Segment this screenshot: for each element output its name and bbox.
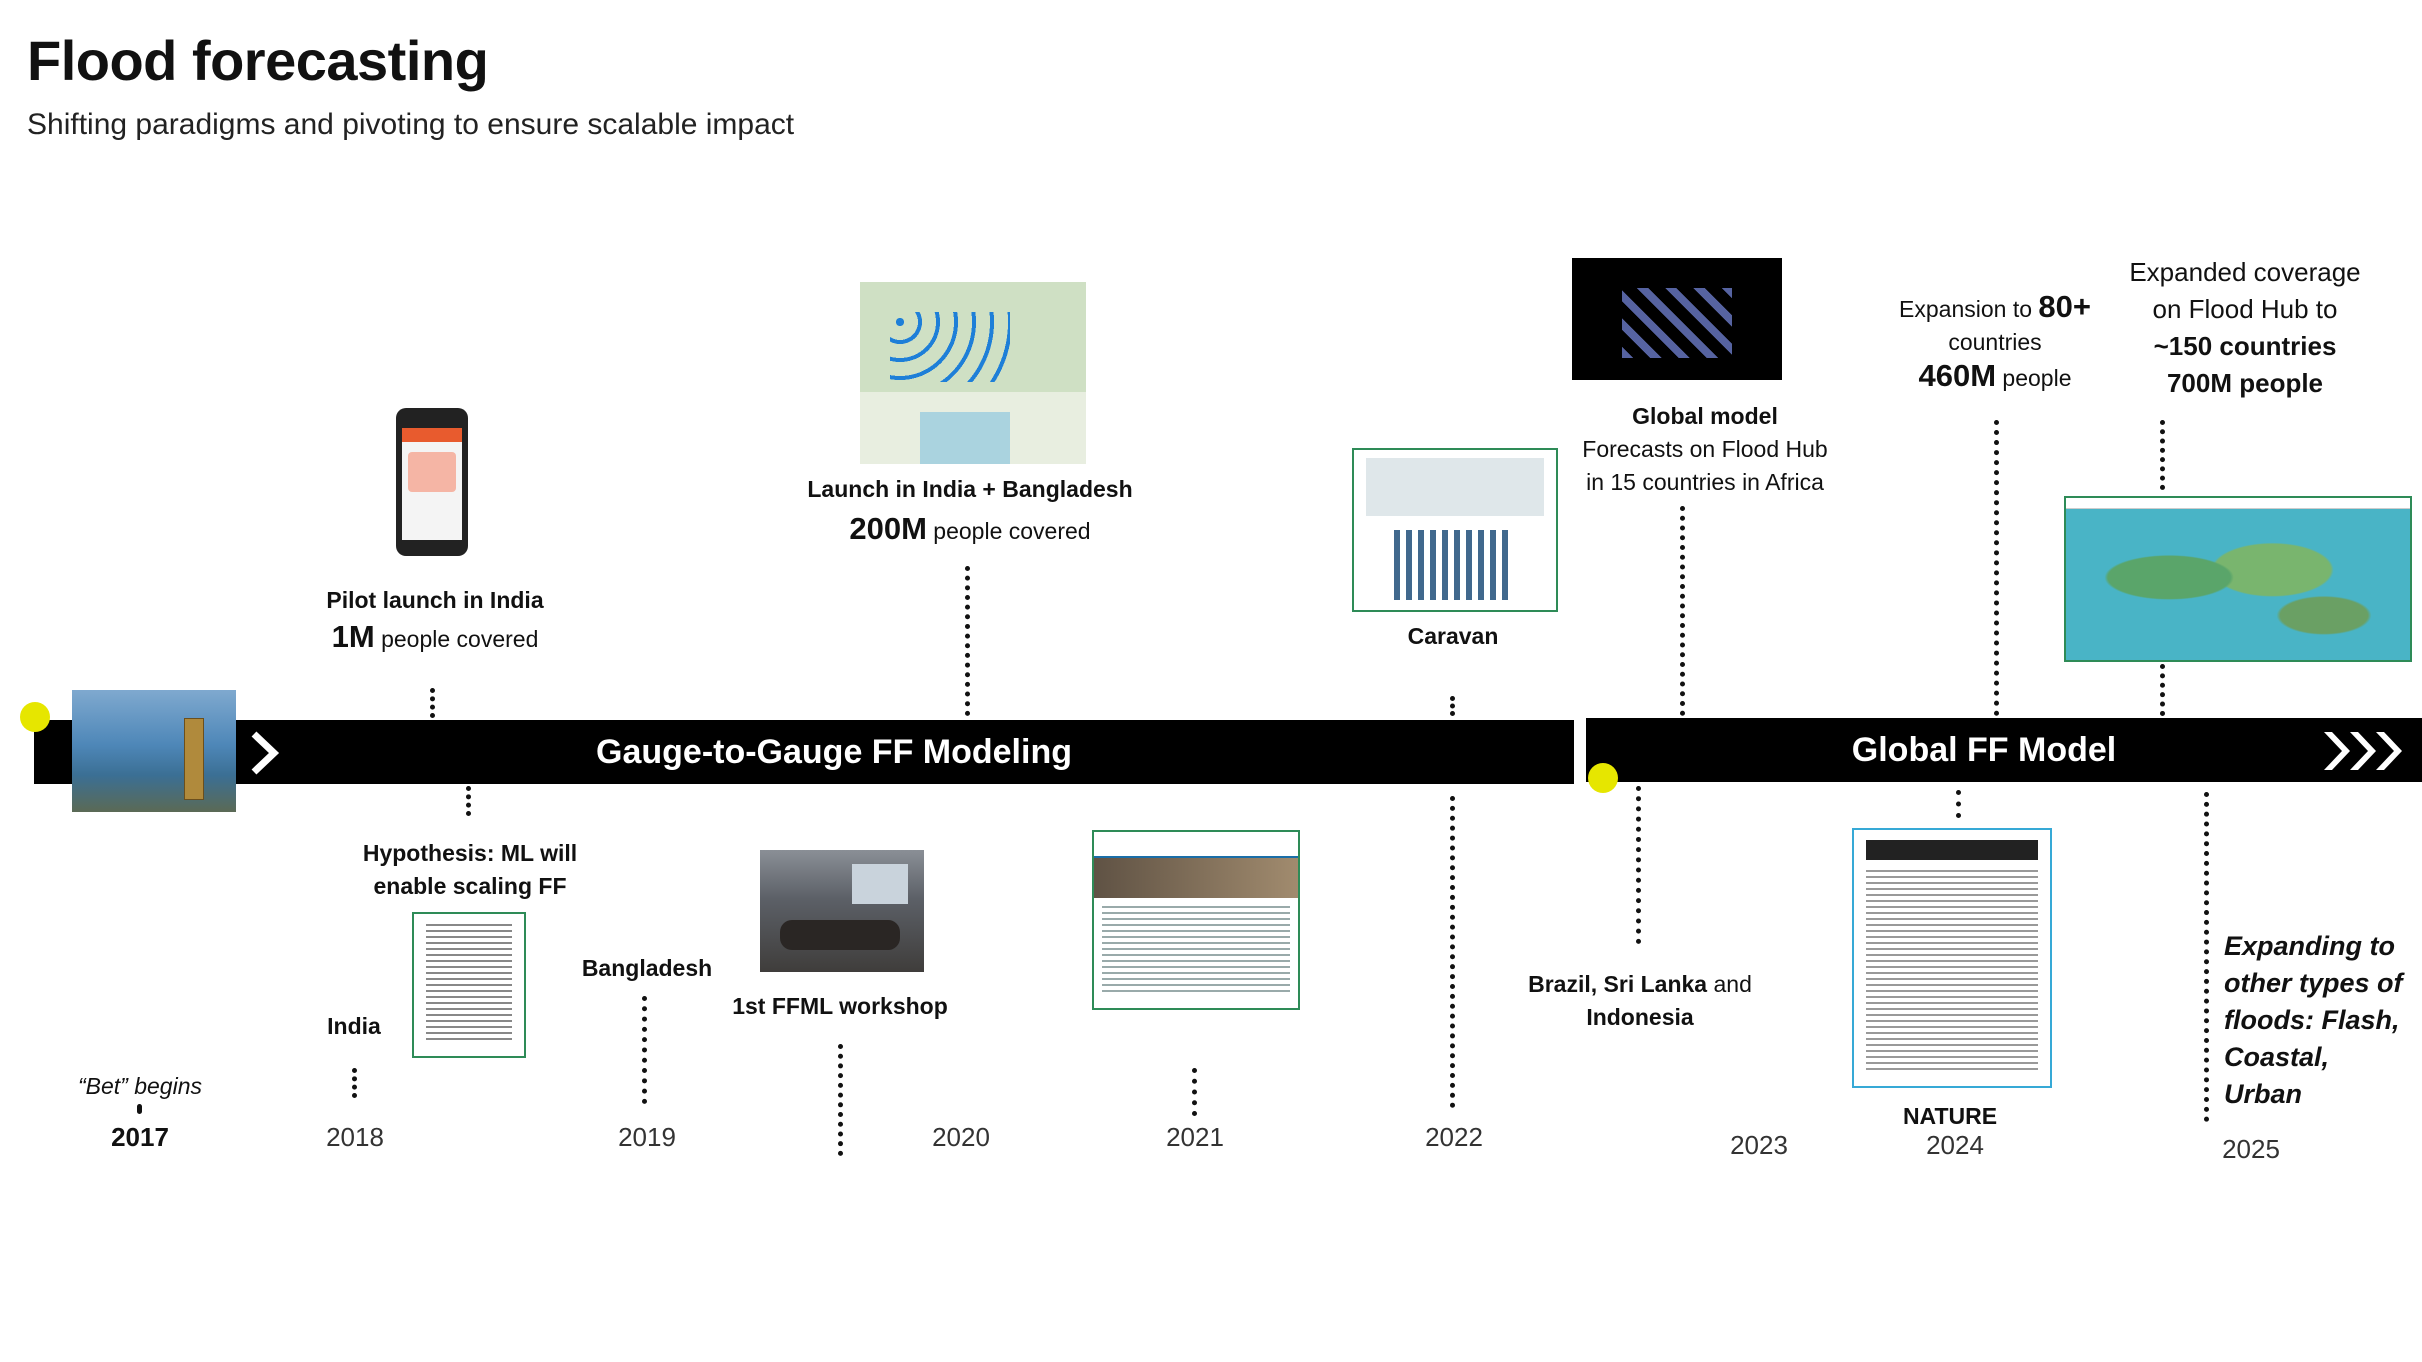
nature-connector bbox=[1956, 790, 1961, 818]
hess-connector bbox=[1192, 1068, 1197, 1116]
bet-begins-label: “Bet” begins bbox=[77, 1073, 202, 1099]
expanding-floods-label: Expanding to other types of floods: Flas… bbox=[2224, 931, 2403, 1109]
global-model-connector bbox=[1680, 506, 1685, 716]
india-connector bbox=[352, 1068, 357, 1098]
band-arrow-icon bbox=[251, 731, 280, 775]
page-subtitle: Shifting paradigms and pivoting to ensur… bbox=[27, 108, 795, 141]
india-label: India bbox=[327, 1013, 381, 1039]
year-2024: 2024 bbox=[1926, 1130, 1984, 1160]
nature-label: NATURE bbox=[1902, 1103, 1998, 1129]
expansion-80-connector bbox=[1994, 420, 1999, 716]
pilot-connector bbox=[430, 688, 435, 718]
launch-title: Launch in India + Bangladesh bbox=[807, 476, 1133, 502]
bet-connector bbox=[137, 1104, 142, 1114]
caravan-label: Caravan bbox=[1407, 623, 1499, 649]
year-2019: 2019 bbox=[618, 1122, 676, 1152]
year-2020: 2020 bbox=[932, 1122, 990, 1152]
workshop-photo bbox=[760, 850, 924, 972]
gauge-band: Gauge-to-Gauge FF Modeling bbox=[34, 720, 1574, 784]
year-2018: 2018 bbox=[326, 1122, 384, 1152]
expansion-150-connector-top bbox=[2160, 420, 2165, 490]
brazil-label: Brazil, Sri Lanka and Indonesia bbox=[1528, 971, 1752, 1030]
workshop-label: 1st FFML workshop bbox=[732, 993, 948, 1019]
water-gauge-photo bbox=[72, 690, 236, 812]
phone-image bbox=[396, 408, 468, 556]
year-2023: 2023 bbox=[1730, 1130, 1788, 1160]
year-2025: 2025 bbox=[2222, 1134, 2280, 1164]
bangladesh-connector bbox=[642, 996, 647, 1104]
triple-chevron-icon bbox=[2324, 732, 2402, 770]
global-band: Global FF Model bbox=[1586, 718, 2422, 782]
global-start-dot bbox=[1588, 763, 1618, 793]
pilot-launch-coverage: 1M people covered bbox=[331, 619, 539, 654]
bangladesh-label: Bangladesh bbox=[581, 955, 713, 981]
flood-hub-map-thumbnail bbox=[2064, 496, 2412, 662]
global-model-label: Global model Forecasts on Flood Hub in 1… bbox=[1582, 403, 1828, 495]
year-2021: 2021 bbox=[1166, 1122, 1224, 1152]
hypothesis-paper-thumbnail bbox=[412, 912, 526, 1058]
caravan-thumbnail bbox=[1352, 448, 1558, 612]
caravan-connector-bottom bbox=[1450, 796, 1455, 1108]
workshop-connector bbox=[838, 1044, 843, 1156]
hess-paper-thumbnail bbox=[1092, 830, 1300, 1010]
nature-paper-thumbnail bbox=[1852, 828, 2052, 1088]
expansion-80-label: Expansion to 80+ countries 460M people bbox=[1899, 289, 2091, 393]
expansion-150-label: Expanded coverage on Flood Hub to ~150 c… bbox=[2129, 257, 2361, 398]
year-2017: 2017 bbox=[111, 1122, 169, 1152]
expanding-connector bbox=[2204, 792, 2209, 1122]
global-model-image bbox=[1572, 258, 1782, 380]
caravan-connector-top bbox=[1450, 696, 1455, 716]
gauge-band-label: Gauge-to-Gauge FF Modeling bbox=[596, 732, 1072, 771]
global-band-label: Global FF Model bbox=[1851, 730, 2117, 769]
flood-map-thumbnail bbox=[860, 262, 1086, 464]
start-dot bbox=[20, 702, 50, 732]
brazil-connector bbox=[1636, 786, 1641, 944]
expansion-150-connector-bottom bbox=[2160, 664, 2165, 716]
launch-connector bbox=[965, 566, 970, 716]
year-2022: 2022 bbox=[1425, 1122, 1483, 1152]
hypothesis-connector bbox=[466, 786, 471, 816]
launch-coverage: 200M people covered bbox=[849, 511, 1091, 546]
page-title: Flood forecasting bbox=[27, 29, 489, 92]
pilot-launch-title: Pilot launch in India bbox=[326, 587, 544, 613]
